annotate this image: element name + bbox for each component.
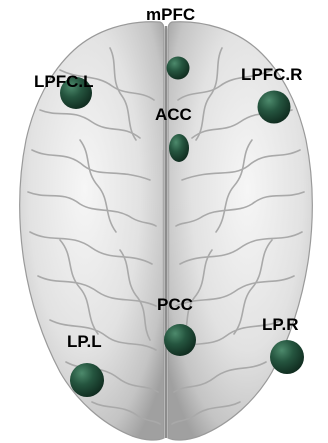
label-lpfc-l: LPFC.L	[34, 73, 94, 90]
node-lp-l	[70, 363, 104, 397]
right-hemisphere	[168, 22, 312, 440]
label-pcc: PCC	[157, 296, 193, 313]
label-acc: ACC	[155, 106, 192, 123]
node-acc	[169, 134, 189, 162]
label-lp-l: LP.L	[67, 333, 102, 350]
label-lp-r: LP.R	[262, 316, 299, 333]
label-mpfc: mPFC	[146, 6, 195, 23]
node-lp-r	[270, 340, 304, 374]
node-mpfc	[167, 57, 190, 80]
node-lpfc-r	[258, 91, 291, 124]
label-lpfc-r: LPFC.R	[241, 66, 302, 83]
node-pcc	[164, 324, 196, 356]
